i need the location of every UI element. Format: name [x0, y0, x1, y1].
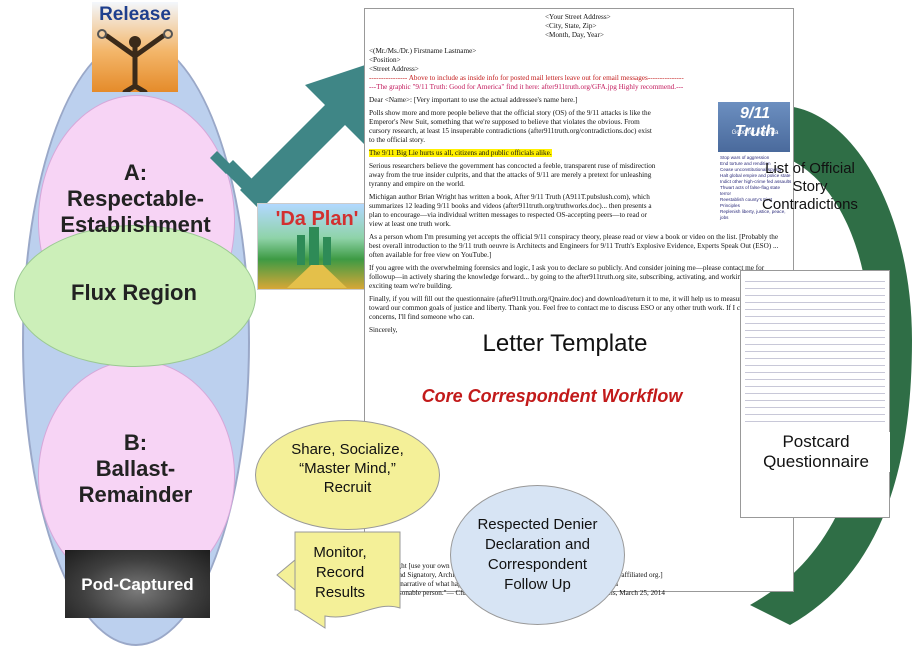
truth-inset-item: Stop wars of aggression [720, 155, 770, 160]
letter-paragraph-4: Michigan author Brian Wright has written… [369, 193, 652, 228]
segment-b-name-line1: Ballast- [95, 456, 176, 481]
recipient-name: <(Mr./Ms./Dr.) Firstname Lastname> [369, 47, 477, 55]
letter-date: <Month, Day, Year> [545, 31, 604, 39]
truth-inset-item: Reestablish county's First Principles [720, 197, 773, 208]
share-label: Share, Socialize, “Master Mind,” Recruit [255, 440, 440, 497]
segment-b-letter: B: [123, 430, 148, 455]
letter-note-1: ---------------- Above to include as ins… [369, 74, 684, 82]
share-line3: Recruit [323, 479, 372, 496]
denier-line2: Declaration and [484, 536, 591, 553]
da-plan-label: 'Da Plan' [275, 208, 359, 230]
letter-body: <(Mr./Ms./Dr.) Firstname Lastname> <Posi… [369, 47, 789, 339]
pod-captured-label: Pod-Captured [81, 575, 194, 594]
denier-ellipse [450, 485, 625, 625]
postcard-questionnaire-image [740, 270, 890, 518]
share-line2: “Master Mind,” [299, 460, 396, 477]
emerald-city-icon [287, 227, 347, 288]
sender-address: <Your Street Address> <City, State, Zip>… [545, 13, 611, 40]
teal-arrow [210, 55, 395, 210]
monitor-label: Monitor, Record Results [295, 543, 385, 603]
truth-inset-banner [718, 102, 790, 152]
letter-paragraph-7: Finally, if you will fill out the questi… [369, 295, 788, 321]
denier-label: Respected Denier Declaration and Corresp… [450, 515, 625, 595]
contradictions-line1: List of Official [765, 160, 855, 177]
flux-region-oval [14, 225, 256, 367]
segment-b-label: B: Ballast- Remainder [38, 430, 233, 508]
release-label: Release [99, 4, 171, 25]
denier-line4: Follow Up [504, 576, 571, 593]
letter-paragraph-3: Serious researchers believe the governme… [369, 162, 656, 188]
letter-template-title: Letter Template [482, 330, 648, 357]
denier-line1: Respected Denier [477, 516, 598, 533]
denier-line3: Correspondent [487, 556, 588, 573]
truth-inset-item: Replenish liberty, justice, peace, jobs [720, 209, 786, 220]
contradictions-line2: Story [792, 178, 828, 195]
signature-name: Brian Wright [use your own name] [369, 562, 470, 570]
letter-paragraph-1: Polls show more and more people believe … [369, 109, 652, 144]
recipient-position: <Position> [369, 56, 401, 64]
flux-region-label: Flux Region [71, 280, 197, 305]
letter-note-2: ---The graphic "9/11 Truth: Good for Ame… [369, 83, 684, 91]
sender-street: <Your Street Address> [545, 13, 611, 21]
segment-b-name-line2: Remainder [78, 482, 193, 507]
truth-inset-item: End torture and rendition [720, 161, 771, 166]
share-line1: Share, Socialize, [291, 441, 404, 458]
letter-closing: Sincerely, [369, 326, 398, 334]
segment-a-label: A: Respectable- Establishment [38, 160, 233, 238]
letter-paragraph-2: The 9/11 Big Lie hurts us all, citizens … [369, 149, 552, 157]
monitor-line1: Monitor, [313, 544, 367, 561]
segment-a-name-line1: Respectable- [67, 186, 204, 211]
truth-inset-item: Indict other high-crime fed assaults [720, 179, 792, 184]
postcard-line1: Postcard [782, 432, 850, 451]
recipient-address: <Street Address> [369, 65, 419, 73]
segment-a-name-line2: Establishment [60, 212, 211, 237]
truth-inset-title: 9/11 Truth [734, 105, 776, 140]
postcard-questionnaire-label: Postcard Questionnaire [742, 432, 890, 472]
contradictions-list-label: List of Official Story Contradictions [730, 160, 890, 214]
letter-paragraph-5: As a person whom I'm presuming yet accep… [369, 233, 779, 259]
monitor-line3: Results [314, 584, 366, 601]
broken-chains-figure-icon [97, 29, 173, 92]
segment-a-letter: A: [123, 160, 148, 185]
truth-inset-item: Thwart acts of false-flag state terror [720, 185, 780, 196]
share-ellipse [255, 420, 440, 530]
pod-captured-image [65, 550, 210, 618]
letter-paragraph-6: If you agree with the overwhelming foren… [369, 264, 770, 290]
monitor-document-shape [276, 531, 401, 629]
contradictions-line3: Contradictions [762, 196, 858, 213]
truth-inset-list: Stop wars of aggression End torture and … [720, 155, 792, 221]
postcard-line2: Questionnaire [763, 452, 869, 471]
truth-inset-item: Cease unconstitutional spying [720, 167, 782, 172]
truth-inset-subtitle: Good for America [731, 130, 779, 136]
workflow-title: Core Correspondent Workflow [421, 386, 683, 406]
sender-city: <City, State, Zip> [545, 22, 597, 30]
monitor-line2: Record [315, 564, 365, 581]
questionnaire-lines [745, 275, 885, 425]
truth-inset-item: Halt global empire and police state [720, 173, 791, 178]
salutation: Dear <Name>: [Very important to use the … [369, 96, 578, 104]
